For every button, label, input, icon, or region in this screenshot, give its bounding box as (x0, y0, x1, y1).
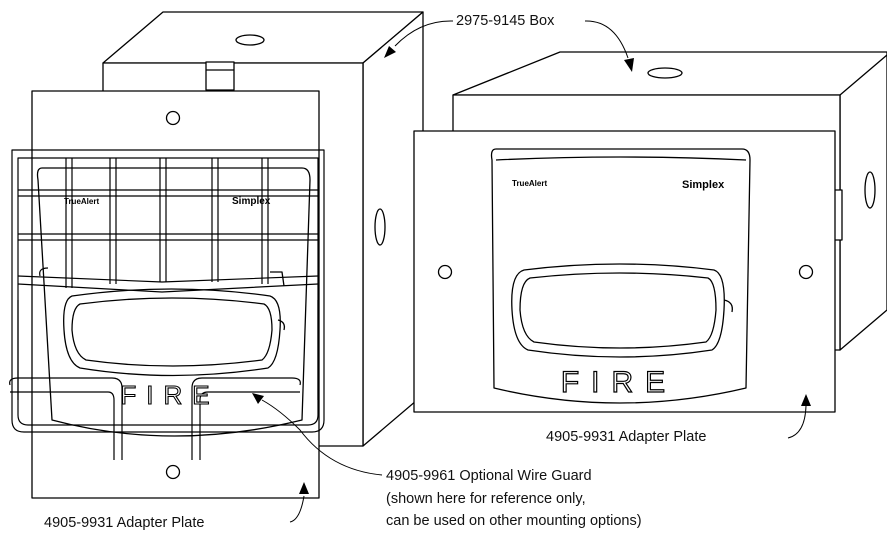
leader-guard (261, 399, 383, 476)
left-strobe-device (36, 167, 311, 437)
left-wire-guard (9, 149, 325, 460)
label-adapter-plate-right: 4905-9931 Adapter Plate (546, 429, 707, 445)
leader-box (394, 20, 454, 47)
label-box: 2975-9145 Box (456, 13, 555, 29)
right-brand-right: Simplex (682, 179, 725, 191)
leader-plate-right (787, 405, 807, 439)
leader-plate-left-arrow (299, 482, 309, 494)
leader-guard-arrow (252, 393, 264, 404)
leader-plate-right-arrow (801, 394, 811, 406)
leader-box-arrow-right (624, 58, 634, 72)
leader-box-right (584, 20, 629, 59)
label-wire-guard-note-2: can be used on other mounting options) (386, 513, 642, 529)
label-wire-guard-note-1: (shown here for reference only, (386, 491, 586, 507)
right-strobe-device (490, 148, 751, 404)
left-brand-left: TrueAlert (64, 197, 99, 206)
leader-box-arrow-left (384, 46, 396, 58)
label-adapter-plate-left: 4905-9931 Adapter Plate (44, 515, 205, 531)
left-fire-text: FIRE (120, 380, 219, 410)
label-wire-guard: 4905-9961 Optional Wire Guard (386, 468, 592, 484)
right-fire-text: FIRE (561, 366, 677, 399)
left-brand-right: Simplex (232, 196, 271, 207)
right-brand-left: TrueAlert (512, 179, 547, 188)
leader-plate-left (289, 495, 305, 523)
